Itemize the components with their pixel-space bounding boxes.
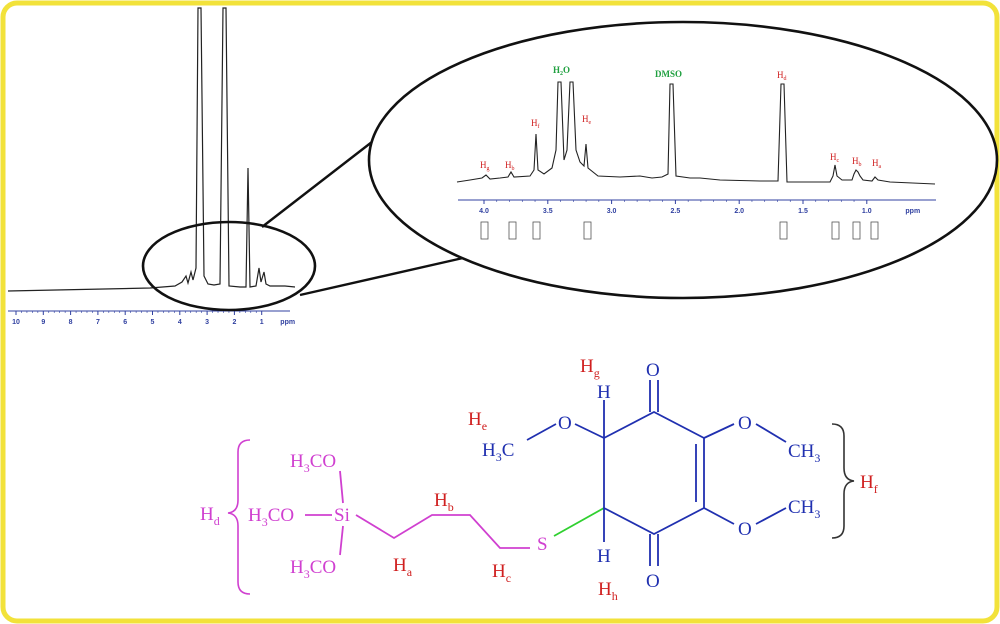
full-spectrum: 10 9 8 7 6 5 4 3 2 1 ppm <box>7 7 317 326</box>
label-hb: Hb <box>434 490 454 514</box>
zoom-spectrum-axis: 4.0 3.5 3.0 2.5 2.0 1.5 1.0 ppm <box>458 199 936 215</box>
chemical-structure: Hd H3CO H3CO H3CO Si Ha Hb Hc S <box>200 356 878 603</box>
label-hf: Hf <box>860 472 878 496</box>
zoom-ellipse <box>367 20 999 300</box>
ring-h-bottom: H <box>597 546 611 567</box>
label-hd: Hd <box>200 504 220 528</box>
full-axis-tick-label: 5 <box>151 319 155 326</box>
label-hh: Hh <box>598 579 618 603</box>
peak-label-hb2: Hb <box>852 156 862 168</box>
brace-right <box>831 423 855 539</box>
methoxy-bottom: H3CO <box>290 557 336 581</box>
full-spectrum-axis: 10 9 8 7 6 5 4 3 2 1 ppm <box>8 310 295 326</box>
full-axis-tick-label: 10 <box>12 319 20 326</box>
peak-label-he: He <box>582 114 592 126</box>
peak-label-hg: Hg <box>480 160 490 172</box>
peak-label-ha: Ha <box>872 158 882 170</box>
brace-left <box>227 439 251 595</box>
zoom-axis-tick-label: 4.0 <box>479 208 489 215</box>
methyl-right-bottom: CH3 <box>788 497 820 521</box>
methoxy-o-right-bottom: O <box>738 519 752 540</box>
full-axis-tick-label: 9 <box>41 319 45 326</box>
full-axis-tick-label: ppm <box>280 319 295 326</box>
sulfur-atom: S <box>537 534 548 555</box>
methyl-left: H3C <box>482 440 514 464</box>
methoxy-left: H3CO <box>248 505 294 529</box>
zoom-connector-top <box>261 127 391 228</box>
full-axis-tick-label: 4 <box>178 319 182 326</box>
methoxy-o-left: O <box>558 413 572 434</box>
full-axis-tick-label: 8 <box>69 319 73 326</box>
label-hg: Hg <box>580 356 600 380</box>
peak-label-hf: Hf <box>531 118 540 130</box>
zoom-axis-tick-label: 1.0 <box>862 208 872 215</box>
zoom-spectrum-trace <box>456 81 936 185</box>
peak-label-hb: Hb <box>505 160 515 172</box>
full-axis-tick-label: 7 <box>96 319 100 326</box>
full-spectrum-trace <box>7 7 296 292</box>
peak-label-h2o: H2O <box>553 65 570 77</box>
full-axis-tick-label: 2 <box>232 319 236 326</box>
peak-label-hd: Hd <box>777 70 787 82</box>
methoxy-o-right-top: O <box>738 413 752 434</box>
s-c-bond <box>553 507 605 537</box>
peak-label-hc: Hc <box>830 152 840 164</box>
label-he: He <box>468 409 487 433</box>
zoom-axis-tick-label: 2.5 <box>671 208 681 215</box>
label-ha: Ha <box>393 555 413 579</box>
zoom-axis-tick-label: 3.5 <box>543 208 553 215</box>
carbonyl-o-top: O <box>646 360 660 381</box>
full-axis-tick-label: 1 <box>260 319 264 326</box>
zoom-axis-tick-label: ppm <box>905 208 920 215</box>
zoom-axis-tick-label: 1.5 <box>798 208 808 215</box>
integration-marks <box>480 221 879 240</box>
zoom-spectrum: 4.0 3.5 3.0 2.5 2.0 1.5 1.0 ppm Hg Hb Hf H2O He… <box>367 20 999 300</box>
quinone-bonds <box>526 380 787 566</box>
silicon-atom: Si <box>334 505 350 526</box>
full-axis-tick-label: 6 <box>123 319 127 326</box>
label-hc: Hc <box>492 561 511 585</box>
full-axis-tick-label: 3 <box>205 319 209 326</box>
zoom-region-ellipse <box>141 220 317 312</box>
zoom-axis-tick-label: 2.0 <box>734 208 744 215</box>
ring-h-top: H <box>597 382 611 403</box>
zoom-axis-tick-label: 3.0 <box>607 208 617 215</box>
silane-bonds <box>305 470 530 556</box>
carbonyl-o-bottom: O <box>646 571 660 592</box>
zoom-connector-bottom <box>299 256 464 297</box>
methyl-right-top: CH3 <box>788 441 820 465</box>
methoxy-top: H3CO <box>290 451 336 475</box>
peak-label-dmso: DMSO <box>655 69 682 79</box>
